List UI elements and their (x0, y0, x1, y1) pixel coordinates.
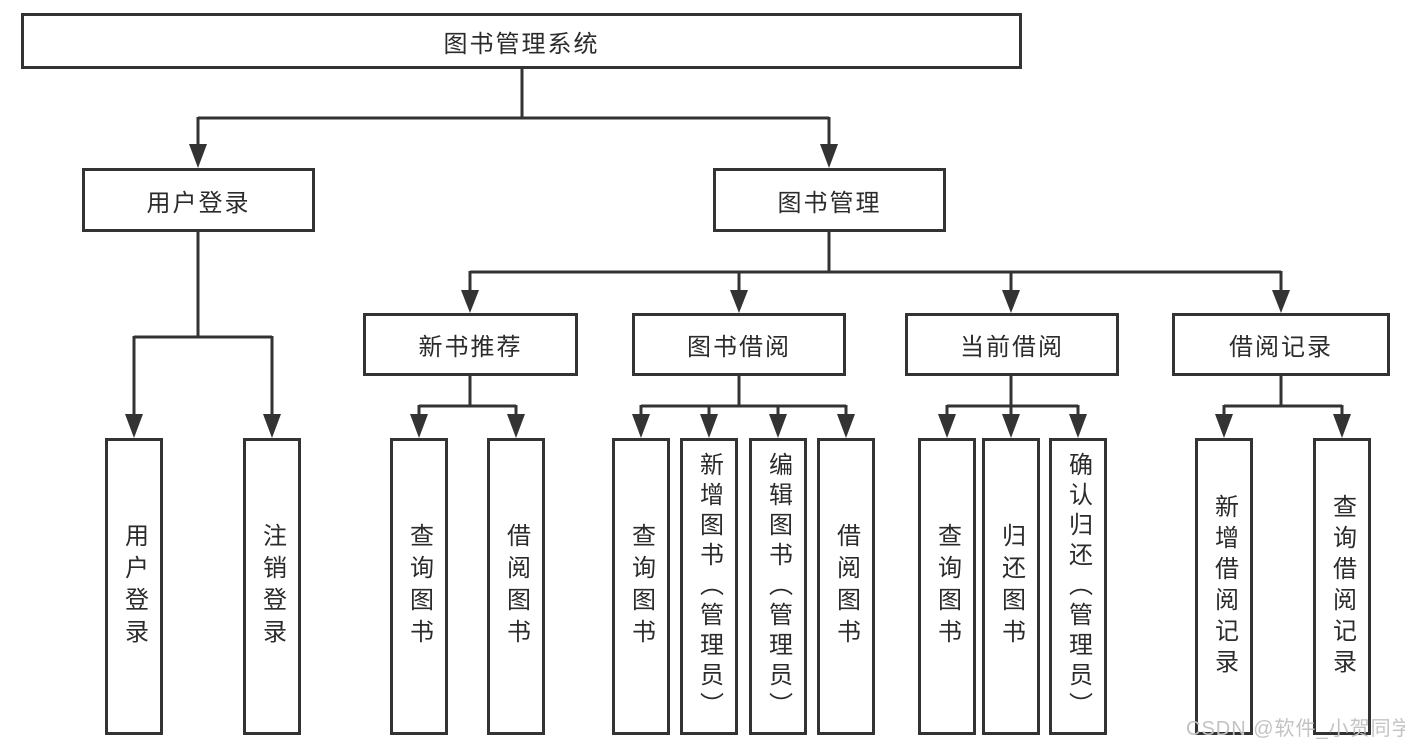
node-book-borrow: 图书借阅 (632, 313, 846, 376)
leaf-borrow-books-recommend: 借阅图书 (487, 438, 545, 735)
leaf-edit-books-admin: 编辑图书（管理员） (749, 438, 807, 735)
leaf-query-books-borrow: 查询图书 (612, 438, 670, 735)
leaf-query-books-current: 查询图书 (918, 438, 976, 735)
leaf-confirm-return-admin: 确认归还（管理员） (1049, 438, 1107, 735)
node-new-book-recommend: 新书推荐 (363, 313, 578, 376)
node-current-borrow: 当前借阅 (905, 313, 1119, 376)
csdn-watermark: CSDN @软件_小贺同学 (1186, 718, 1405, 740)
leaf-add-books-admin: 新增图书（管理员） (680, 438, 738, 735)
leaf-user-login: 用户登录 (105, 438, 163, 735)
leaf-add-borrow-record: 新增借阅记录 (1195, 438, 1253, 735)
leaf-logout: 注销登录 (243, 438, 301, 735)
node-user-login: 用户登录 (82, 168, 315, 232)
leaf-borrow-books: 借阅图书 (817, 438, 875, 735)
node-library-system: 图书管理系统 (21, 13, 1022, 69)
leaf-query-books-recommend: 查询图书 (390, 438, 448, 735)
leaf-query-borrow-record: 查询借阅记录 (1313, 438, 1371, 735)
node-book-management: 图书管理 (713, 168, 946, 232)
leaf-return-books: 归还图书 (982, 438, 1040, 735)
node-borrow-record: 借阅记录 (1172, 313, 1390, 376)
